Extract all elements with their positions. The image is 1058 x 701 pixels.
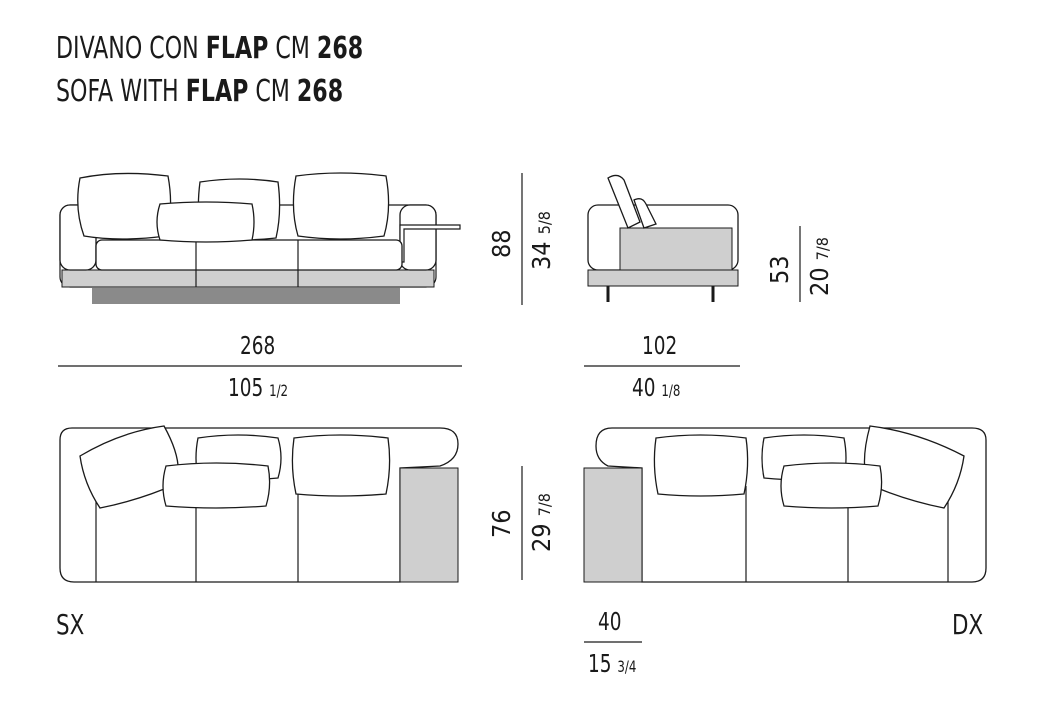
front-view-drawing (59, 172, 461, 304)
depth-cm: 102 (642, 331, 678, 360)
plan-left-drawing (59, 425, 459, 583)
plan-depth-in: 29 7/8 (527, 493, 556, 552)
width-cm: 268 (240, 331, 276, 360)
side-seat-cm: 53 (765, 255, 794, 284)
side-seat-in: 20 7/8 (805, 237, 834, 296)
table-cm: 40 (598, 607, 622, 636)
plan-depth-cm: 76 (487, 509, 516, 538)
label-right: DX (952, 608, 984, 641)
title-italian: DIVANO CON FLAP CM 268 (56, 31, 364, 66)
table-in: 15 3/4 (588, 649, 637, 678)
side-view-drawing (587, 174, 739, 302)
title-english: SOFA WITH FLAP CM 268 (56, 74, 344, 109)
width-in: 105 1/2 (228, 373, 289, 402)
front-height-in: 34 5/8 (527, 211, 556, 270)
depth-in: 40 1/8 (632, 373, 681, 402)
front-height-cm: 88 (487, 229, 516, 258)
label-left: SX (56, 608, 85, 641)
plan-right-drawing (583, 425, 987, 583)
